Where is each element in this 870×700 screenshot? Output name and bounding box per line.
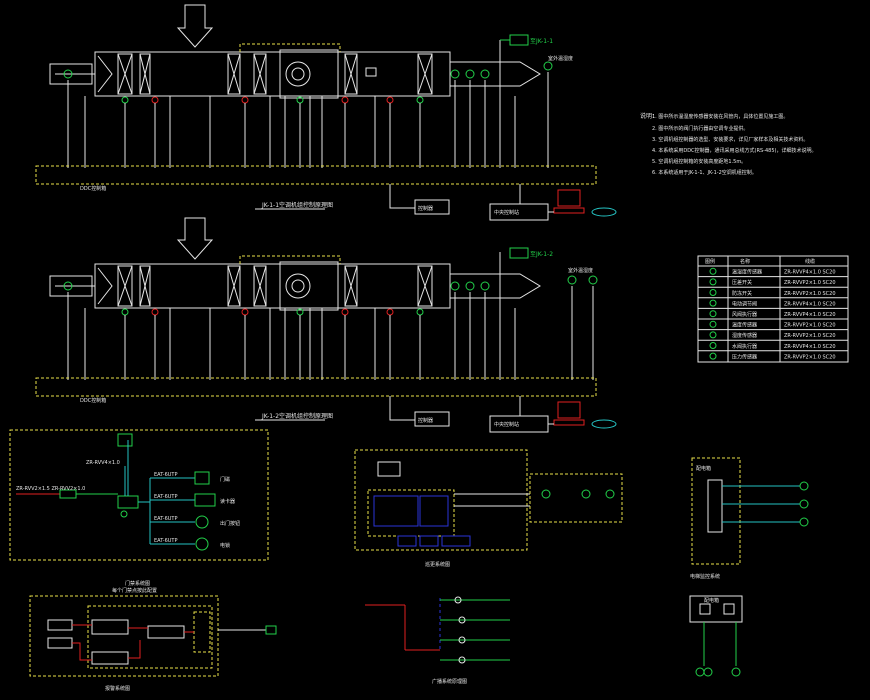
legend-row-name: 温湿度传感器: [732, 269, 762, 276]
ahu-2-fan-icon: [285, 273, 311, 299]
legend-row-name: 风阀执行器: [732, 311, 757, 318]
ahu-1-fan-icon: [285, 61, 311, 87]
ahu-2: [35, 217, 617, 433]
note-line-3: 3. 空调机组控制器的选型、安装要求，详见厂家样本及相关技术资料。: [652, 136, 808, 143]
legend-row-name: 压差开关: [732, 279, 752, 286]
broadcast-system: [365, 596, 510, 664]
legend-row-cable: ZR-RVVP4×1.0 SC20: [784, 312, 836, 318]
access-item-1: 门磁: [220, 476, 230, 483]
note-line-6: 6. 本系统适用于JK-1-1、JK-1-2空调机组控制。: [652, 169, 757, 176]
note-line-2: 2. 图中所示的阀门执行器由空调专业提供。: [652, 125, 748, 132]
alarm-system: [29, 595, 277, 677]
distribution-box: [689, 595, 743, 677]
distribution-title: 配电箱: [696, 465, 711, 472]
legend-symbol-icon: [709, 299, 717, 307]
ahu-2-pc-icon: [557, 401, 581, 419]
distribution-box-label: 配电箱: [704, 597, 719, 604]
note-line-4: 4. 本系统采用DDC控制器，通讯采用总线方式(RS-485)，详细技术说明。: [652, 147, 816, 154]
legend-row-cable: ZR-RVVP2×1.0 SC20: [784, 333, 836, 339]
note-line-1: 1. 图中所示温湿度传感器安装在风管内，具体位置见施工图。: [652, 113, 788, 120]
ahu-2-title: JK-1-2空调机组控制原理图: [261, 412, 333, 420]
note-line-5: 5. 空调机组控制箱的安装高度距地1.5m。: [652, 158, 746, 165]
legend-symbol-icon: [709, 310, 717, 318]
access-cable-2: EAT-6UTP: [154, 472, 178, 478]
ahu-1-ddc-bus: [35, 165, 597, 185]
legend-row-cable: ZR-RVVP4×1.0 SC20: [784, 270, 836, 276]
ahu-1-title: JK-1-1空调机组控制原理图: [261, 201, 333, 209]
ahu-2-out-tag: 至JK-1-2: [530, 251, 553, 258]
access-cable-1: ZR-RVV4×1.0: [86, 460, 120, 466]
ahu-1-ddc-box: [414, 199, 450, 215]
legend-symbol-icon: [709, 320, 717, 328]
notes-title: 说明：: [640, 112, 658, 120]
alarm-title: 报警系统图: [105, 685, 130, 692]
elevator-title: 电梯监控系统: [690, 573, 720, 580]
access-cable-3: EAT-6UTP: [154, 494, 178, 500]
access-title: 门禁系统图: [125, 580, 150, 587]
ahu-1-duct: [94, 51, 451, 97]
ahu-2-outdoor-label: 室外温湿度: [568, 267, 593, 274]
access-cable-5: EAT-6UTP: [154, 538, 178, 544]
ahu-1-intake-arrow-icon: [176, 4, 214, 48]
legend-row-name: 温度传感器: [732, 322, 757, 329]
access-item-2: 读卡器: [220, 498, 235, 505]
elevator-system: [691, 457, 809, 565]
broadcast-title: 广播系统原理图: [432, 678, 467, 685]
ahu-1-ddc-label: 控制器: [418, 205, 433, 212]
camera-icon: [117, 433, 133, 447]
ahu-2-central-label: 中央控制站: [494, 421, 519, 428]
legend-header-cable: 线缆: [805, 258, 815, 265]
access-item-4: 电锁: [220, 542, 230, 549]
legend-symbol-icon: [709, 342, 717, 349]
legend-symbol-icon: [709, 267, 717, 275]
ahu-1-outlet-arrow: [450, 61, 541, 87]
ahu-1-bus-label: DDC控制箱: [80, 185, 106, 192]
ahu-1-outdoor-label: 室外温湿度: [548, 55, 573, 62]
patrol-title: 巡更系统图: [425, 561, 450, 568]
ahu-2-ddc-box: [414, 411, 450, 427]
ahu-1: [35, 4, 617, 221]
ahu-1-filter-1: [117, 53, 133, 95]
legend-row-cable: ZR-RVVP4×1.0 SC20: [784, 301, 836, 307]
legend-header-symbol: 图例: [705, 258, 715, 265]
legend-row-cable: ZR-RVVP2×1.0 SC20: [784, 323, 836, 329]
ahu-2-ddc-bus: [35, 377, 597, 397]
legend-symbol-icon: [709, 331, 717, 339]
legend-symbol-icon: [709, 352, 717, 360]
ahu-2-ddc-label: 控制器: [418, 417, 433, 424]
legend-row-name: 湿度传感器: [732, 332, 757, 339]
legend-row-cable: ZR-RVVP2×1.0 SC20: [784, 291, 836, 297]
ahu-1-pc-icon: [557, 189, 581, 207]
ahu-1-outdoor-sensor-icon: [543, 61, 553, 71]
access-subtitle: 每个门禁点按此配置: [112, 587, 157, 594]
access-input-cable: ZR-RVV2×1.5 ZR-RVV2×1.0: [16, 486, 85, 492]
legend-row-cable: ZR-RVVP2×1.0 SC20: [784, 354, 836, 360]
ahu-2-duct: [94, 263, 451, 309]
legend-row-name: 压力传感器: [732, 353, 757, 360]
ahu-1-out-tag: 至JK-1-1: [530, 38, 553, 45]
legend-row-cable: ZR-RVVP2×1.0 SC20: [784, 280, 836, 286]
access-system: [9, 429, 269, 561]
legend-row-name: 水阀执行器: [732, 343, 757, 350]
legend-header-name: 名称: [740, 258, 750, 265]
access-item-3: 出门按钮: [220, 520, 240, 527]
legend-table: [697, 255, 849, 363]
legend-row-name: 防冻开关: [732, 290, 752, 297]
legend-row-cable: ZR-RVVP4×1.0 SC20: [784, 344, 836, 350]
legend-symbol-icon: [709, 278, 717, 286]
ahu-2-intake-arrow-icon: [176, 217, 214, 260]
access-controller: [117, 495, 139, 509]
ahu-2-bus-label: DDC控制箱: [80, 397, 106, 404]
access-cable-4: EAT-6UTP: [154, 516, 178, 522]
legend-row-name: 电动调节阀: [732, 300, 757, 307]
legend-symbol-icon: [709, 289, 717, 296]
ahu-1-central-label: 中央控制站: [494, 209, 519, 216]
patrol-system: [354, 449, 623, 551]
